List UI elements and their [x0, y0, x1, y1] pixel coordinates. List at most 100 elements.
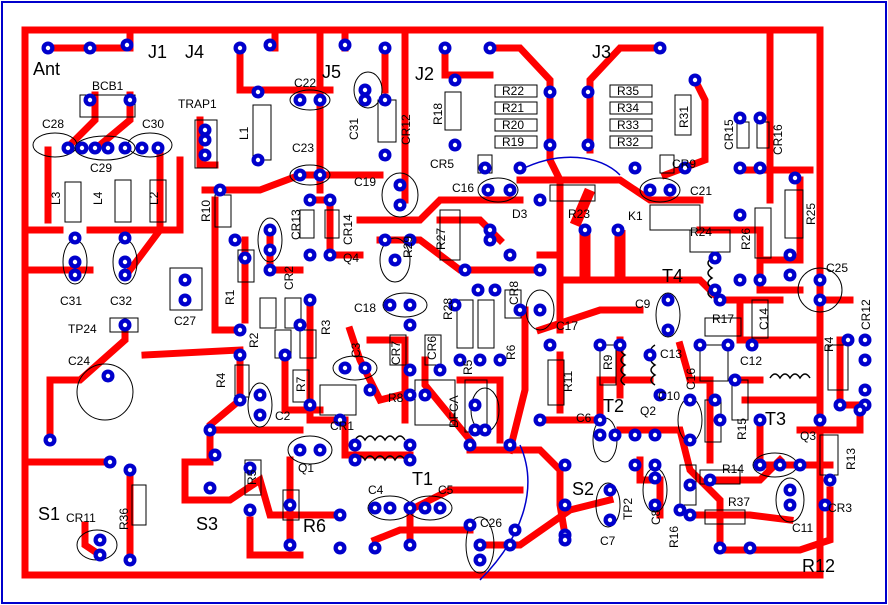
label-cr16: CR16	[771, 124, 785, 155]
pad-drill-hole	[862, 357, 868, 363]
label-c11: C11	[792, 521, 813, 535]
pad-drill-hole	[787, 252, 793, 258]
label-r37: R37	[728, 495, 750, 509]
pad-drill-hole	[652, 475, 658, 481]
label-c26: C26	[480, 516, 502, 530]
pad-drill-hole	[537, 417, 543, 423]
pad-drill-hole	[717, 297, 723, 303]
label-r34: R34	[617, 101, 639, 115]
pad-drill-hole	[342, 42, 348, 48]
pad-drill-hole	[717, 545, 723, 551]
pad-drill-hole	[467, 442, 473, 448]
pad-drill-hole	[307, 252, 313, 258]
pad-drill-hole	[217, 187, 223, 193]
pad-drill-hole	[477, 557, 483, 563]
pad-drill-hole	[477, 357, 483, 363]
label-cr2: CR2	[282, 266, 296, 290]
pad-drill-hole	[485, 187, 491, 193]
pad-drill-hole	[475, 287, 481, 293]
label-s3: S3	[196, 514, 218, 534]
pad-drill-hole	[422, 505, 428, 511]
pad-drill-hole	[692, 77, 698, 83]
pad-drill-hole	[717, 417, 723, 423]
pad-drill-hole	[787, 272, 793, 278]
pad-drill-hole	[712, 287, 718, 293]
pad-drill-hole	[462, 267, 468, 273]
label-c31-top: C31	[347, 118, 361, 140]
pad-drill-hole	[757, 165, 763, 171]
label-l1: L1	[237, 126, 251, 140]
label-l3: L3	[49, 191, 63, 205]
label-r2: R2	[247, 332, 261, 348]
label-r6: R6	[303, 516, 326, 536]
label-c7: C7	[600, 534, 616, 548]
pad-drill-hole	[207, 427, 213, 433]
pad-drill-hole	[612, 432, 618, 438]
pad-drill-hole	[487, 237, 493, 243]
pad-drill-hole	[367, 387, 373, 393]
pad-drill-hole	[687, 512, 693, 518]
pad-drill-hole	[242, 255, 248, 261]
pad-drill-hole	[537, 307, 543, 313]
label-q4: Q4	[343, 251, 359, 265]
label-q1: Q1	[298, 461, 314, 475]
pad-drill-hole	[562, 537, 568, 543]
pad-drill-hole	[127, 97, 133, 103]
label-r12: R12	[802, 556, 835, 576]
label-cr5: CR5	[430, 157, 454, 171]
label-r1: R1	[223, 289, 237, 305]
pad-drill-hole	[632, 462, 638, 468]
pad-drill-hole	[362, 365, 368, 371]
label-c24: C24	[68, 354, 90, 368]
pad-drill-hole	[537, 197, 543, 203]
pad-drill-hole	[437, 367, 443, 373]
pad-drill-hole	[237, 45, 243, 51]
label-r24: R24	[690, 225, 712, 239]
pad-drill-hole	[407, 322, 413, 328]
label-c18: C18	[354, 301, 376, 315]
pad-drill-hole	[182, 297, 188, 303]
pad-drill-hole	[387, 505, 393, 511]
component-pads	[41, 38, 872, 567]
label-c2: C2	[275, 409, 291, 423]
pad-drill-hole	[237, 327, 243, 333]
label-j5: J5	[322, 62, 341, 82]
pad-drill-hole	[122, 322, 128, 328]
pad-drill-hole	[707, 477, 713, 483]
pad-drill-hole	[297, 172, 303, 178]
pad-drill-hole	[747, 545, 753, 551]
label-c31-bottom: C31	[60, 294, 82, 308]
label-r20: R20	[502, 118, 524, 132]
pad-drill-hole	[472, 402, 478, 408]
label-c9: C9	[635, 297, 651, 311]
pad-drill-hole	[247, 465, 253, 471]
label-c27: C27	[174, 314, 196, 328]
label-k1: K1	[628, 209, 643, 223]
pad-drill-hole	[652, 432, 658, 438]
pad-drill-hole	[607, 517, 613, 523]
pad-drill-hole	[362, 87, 368, 93]
pad-drill-hole	[697, 342, 703, 348]
pad-drill-hole	[382, 237, 388, 243]
label-cr15: CR15	[722, 119, 736, 150]
label-cr3: CR3	[828, 501, 852, 515]
pad-drill-hole	[257, 412, 263, 418]
pad-drill-hole	[507, 252, 513, 258]
pad-drill-hole	[122, 145, 128, 151]
pad-drill-hole	[97, 537, 103, 543]
pad-drill-hole	[105, 145, 111, 151]
pad-drill-hole	[615, 227, 621, 233]
pad-drill-hole	[392, 257, 398, 263]
pad-drill-hole	[817, 277, 823, 283]
pad-drill-hole	[437, 505, 443, 511]
pad-drill-hole	[442, 45, 448, 51]
pad-drill-hole	[787, 487, 793, 493]
copper-traces	[21, 26, 869, 579]
label-r25: R25	[804, 203, 818, 225]
pad-drill-hole	[737, 115, 743, 121]
pad-drill-hole	[247, 507, 253, 513]
label-s1: S1	[38, 504, 60, 524]
label-cr8: CR8	[507, 281, 521, 305]
pad-drill-hole	[787, 502, 793, 508]
pad-drill-hole	[632, 165, 638, 171]
